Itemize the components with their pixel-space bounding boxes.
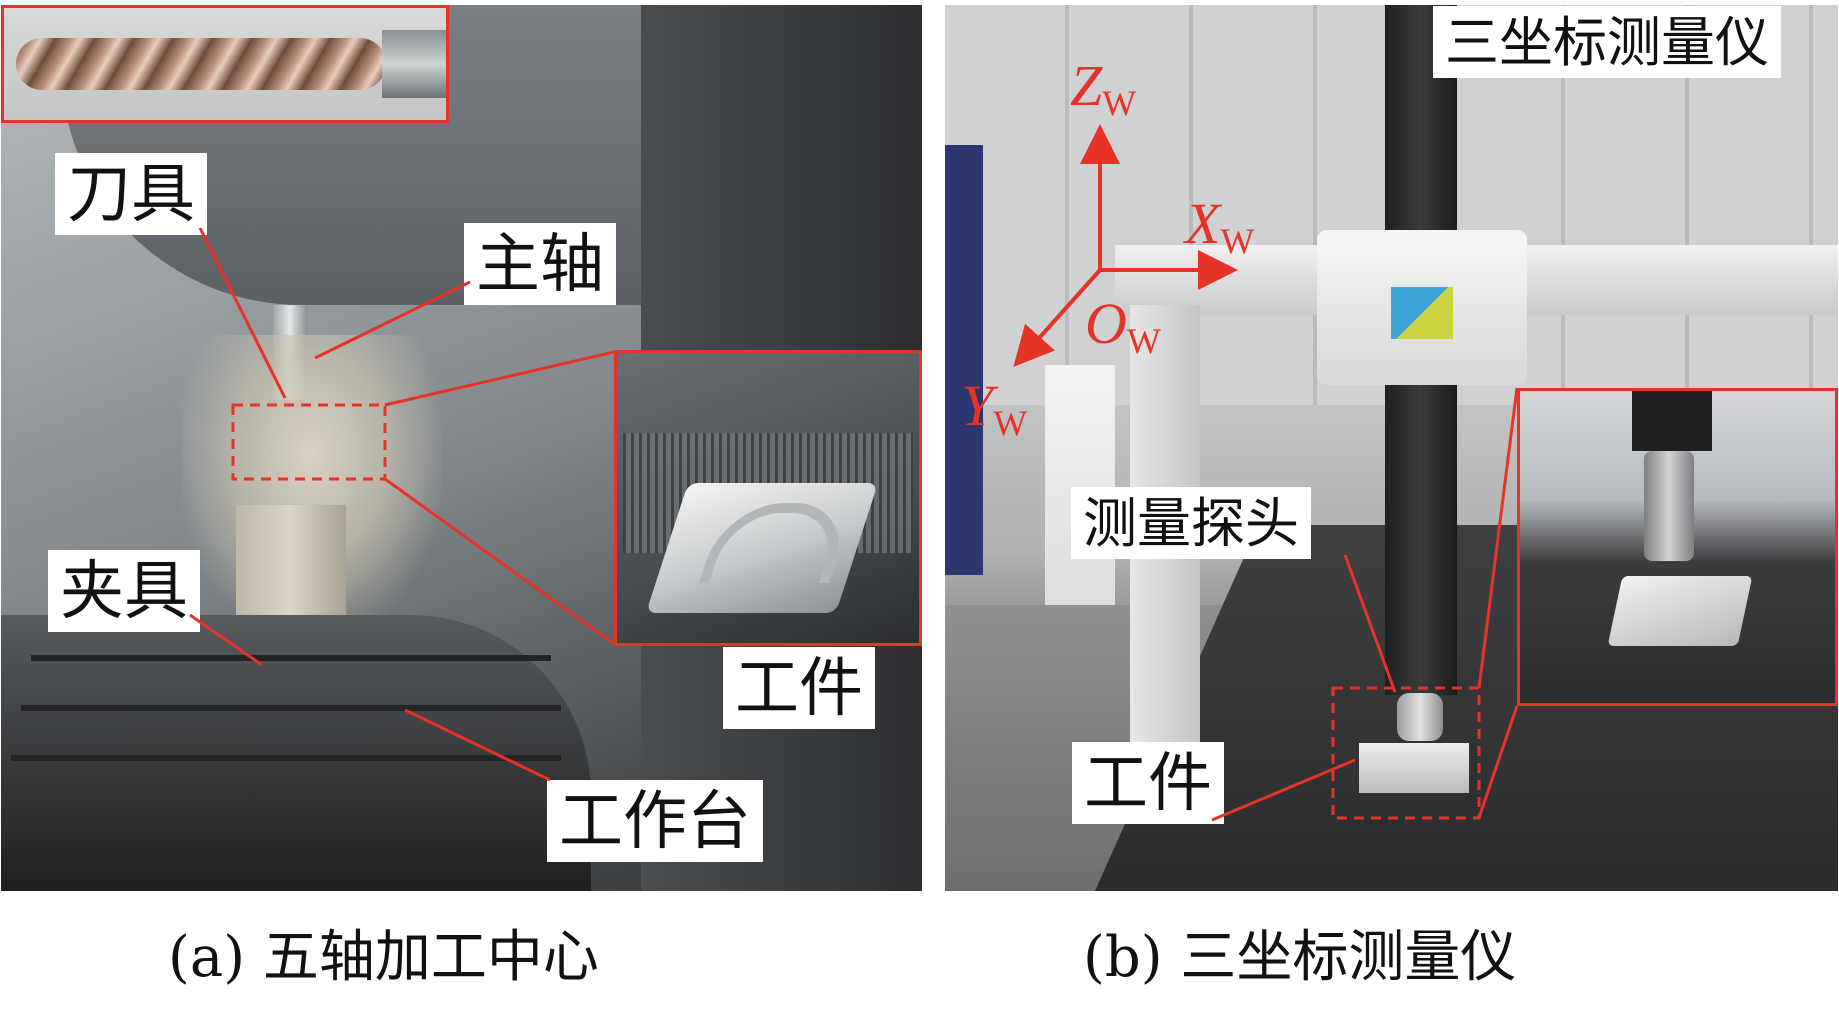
- inset-column: [1632, 391, 1712, 451]
- leader-line-worktable: [404, 708, 551, 782]
- axis-label-o: OW: [1085, 291, 1161, 362]
- cmm-inset: [1517, 388, 1838, 706]
- label-spindle: 主轴: [464, 223, 616, 305]
- end-mill-shank: [382, 30, 446, 98]
- caption-a: (a) 五轴加工中心: [168, 925, 599, 990]
- cmm-photo: 三坐标测量仪 测量探头 工件 ZW XW OW YW: [945, 5, 1838, 891]
- tool-inset: [1, 5, 449, 123]
- leader-line-spindle: [314, 280, 471, 360]
- leader-line-tool: [198, 227, 287, 399]
- inset-probe: [1644, 451, 1694, 561]
- zoom-line-b-top: [1477, 387, 1519, 689]
- probe-head: [1397, 693, 1443, 741]
- label-workpiece-a: 工件: [723, 647, 875, 729]
- leader-line-probe: [1343, 554, 1397, 693]
- worktable-slot: [31, 655, 551, 661]
- zoom-box-b: [1331, 686, 1481, 820]
- caption-b: (b) 三坐标测量仪: [1083, 925, 1517, 990]
- blue-door: [945, 145, 983, 575]
- zoom-line-a-bottom: [384, 477, 615, 646]
- zoom-line-b-bottom: [1477, 705, 1519, 819]
- axis-label-z: ZW: [1070, 53, 1137, 124]
- label-worktable: 工作台: [547, 780, 763, 862]
- leader-line-workpiece-b: [1211, 758, 1356, 822]
- axis-label-y: YW: [961, 373, 1028, 444]
- worktable-slot: [11, 755, 561, 761]
- label-probe: 测量探头: [1071, 487, 1311, 559]
- end-mill-flutes: [16, 38, 386, 90]
- worktable-slot: [21, 705, 561, 711]
- label-cmm-title: 三坐标测量仪: [1433, 6, 1781, 78]
- cmm-workpiece: [1359, 743, 1469, 793]
- zoom-box-a: [231, 403, 387, 481]
- label-workpiece-b: 工件: [1072, 742, 1224, 824]
- leader-line-fixture: [189, 613, 263, 667]
- zoom-line-a-top: [384, 350, 615, 407]
- workpiece-inset: [614, 350, 922, 646]
- label-fixture: 夹具: [48, 550, 200, 632]
- axis-y-arrow: [1013, 268, 1102, 367]
- brand-logo-icon: [1391, 287, 1453, 339]
- label-tool: 刀具: [55, 153, 207, 235]
- machining-center-photo: 刀具 主轴 夹具 工件 工作台: [1, 5, 922, 891]
